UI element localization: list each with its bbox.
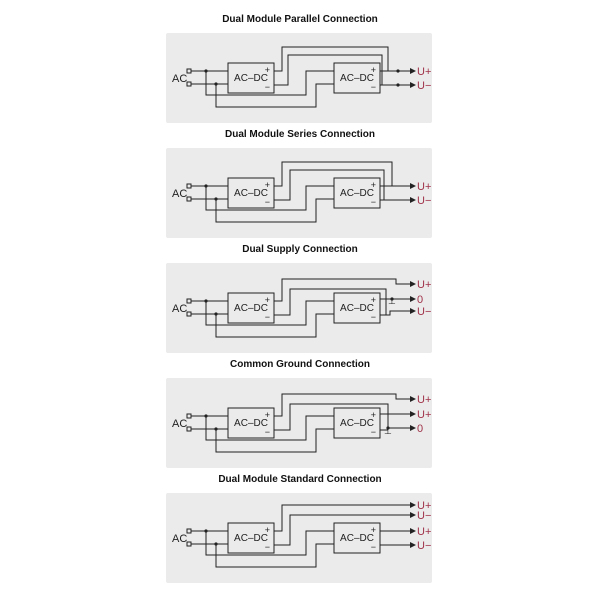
module-1 (227, 522, 275, 554)
module-1-plus: + (265, 410, 270, 420)
diagram-panel-standard (166, 493, 432, 583)
module-1-plus: + (265, 65, 270, 75)
ac-terminal-bottom (186, 541, 192, 547)
module-1-minus: − (265, 542, 270, 552)
module-1-label: AC–DC (234, 533, 268, 544)
module-2 (333, 407, 381, 439)
ac-terminal-bottom (186, 426, 192, 432)
module-2-plus: + (371, 525, 376, 535)
diagram-title-common-ground: Common Ground Connection (230, 359, 370, 370)
ac-terminal-top (186, 183, 192, 189)
module-2-label: AC–DC (340, 533, 374, 544)
output-label-2: 0 (417, 294, 423, 306)
module-1-label: AC–DC (234, 188, 268, 199)
output-label-2: U− (417, 510, 431, 522)
module-2-plus: + (371, 65, 376, 75)
module-2-minus: − (371, 427, 376, 437)
module-1-minus: − (265, 427, 270, 437)
ac-label: AC (172, 418, 187, 430)
ac-terminal-bottom (186, 196, 192, 202)
output-label-1: U+ (417, 181, 431, 193)
module-1-minus: − (265, 312, 270, 322)
ground-icon: ⊥ (388, 296, 396, 306)
output-label-4: U− (417, 540, 431, 552)
module-2 (333, 522, 381, 554)
diagram-dual-supply: AC AC–DC + − AC–DC + − ⊥ U+ 0 U− (172, 278, 431, 338)
output-label-2: U− (417, 80, 431, 92)
diagram-series: AC AC–DC + − AC–DC + − U+ U− (172, 161, 431, 223)
module-1 (227, 292, 275, 324)
output-label-3: U− (417, 306, 431, 318)
module-2 (333, 177, 381, 209)
ac-terminal-top (186, 413, 192, 419)
module-1-label: AC–DC (234, 73, 268, 84)
ac-terminal-bottom (186, 81, 192, 87)
module-2-label: AC–DC (340, 303, 374, 314)
module-2-minus: − (371, 542, 376, 552)
diagram-parallel: AC AC–DC + − AC–DC + − U+ U− (172, 46, 431, 108)
diagram-title-parallel: Dual Module Parallel Connection (222, 14, 378, 25)
module-2-label: AC–DC (340, 73, 374, 84)
output-label-2: U− (417, 195, 431, 207)
module-1-plus: + (265, 525, 270, 535)
output-label-1: U+ (417, 394, 431, 406)
output-label-1: U+ (417, 279, 431, 291)
ac-label: AC (172, 303, 187, 315)
module-2-minus: − (371, 82, 376, 92)
module-2-minus: − (371, 312, 376, 322)
diagram-panel-dual-supply (166, 263, 432, 353)
diagram-title-series: Dual Module Series Connection (224, 129, 376, 140)
output-label-3: U+ (417, 526, 431, 538)
module-1-minus: − (265, 197, 270, 207)
module-2 (333, 62, 381, 94)
module-2-plus: + (371, 295, 376, 305)
ac-label: AC (172, 533, 187, 545)
ac-label: AC (172, 73, 187, 85)
ac-terminal-top (186, 68, 192, 74)
module-1-plus: + (265, 295, 270, 305)
output-label-1: U+ (417, 66, 431, 78)
module-2-plus: + (371, 410, 376, 420)
module-2 (333, 292, 381, 324)
ac-terminal-top (186, 298, 192, 304)
diagram-panel-series (166, 148, 432, 238)
module-1 (227, 62, 275, 94)
ground-icon: ⊥ (384, 426, 392, 436)
diagram-title-dual-supply: Dual Supply Connection (242, 244, 358, 255)
module-1 (227, 407, 275, 439)
output-label-1: U+ (417, 500, 431, 512)
output-label-3: 0 (417, 423, 423, 435)
output-label-2: U+ (417, 409, 431, 421)
diagram-standard: AC AC–DC + − AC–DC + − U+ U− U+ U− (172, 500, 431, 568)
ac-terminal-top (186, 528, 192, 534)
ac-label: AC (172, 188, 187, 200)
module-2-label: AC–DC (340, 188, 374, 199)
module-2-minus: − (371, 197, 376, 207)
module-2-label: AC–DC (340, 418, 374, 429)
module-1-minus: − (265, 82, 270, 92)
module-2-plus: + (371, 180, 376, 190)
diagram-title-standard: Dual Module Standard Connection (218, 474, 382, 485)
module-1-plus: + (265, 180, 270, 190)
module-1 (227, 177, 275, 209)
diagram-common-ground: AC AC–DC + − AC–DC + − ⊥ U+ U+ 0 (172, 393, 431, 453)
module-1-label: AC–DC (234, 418, 268, 429)
ac-terminal-bottom (186, 311, 192, 317)
module-1-label: AC–DC (234, 303, 268, 314)
